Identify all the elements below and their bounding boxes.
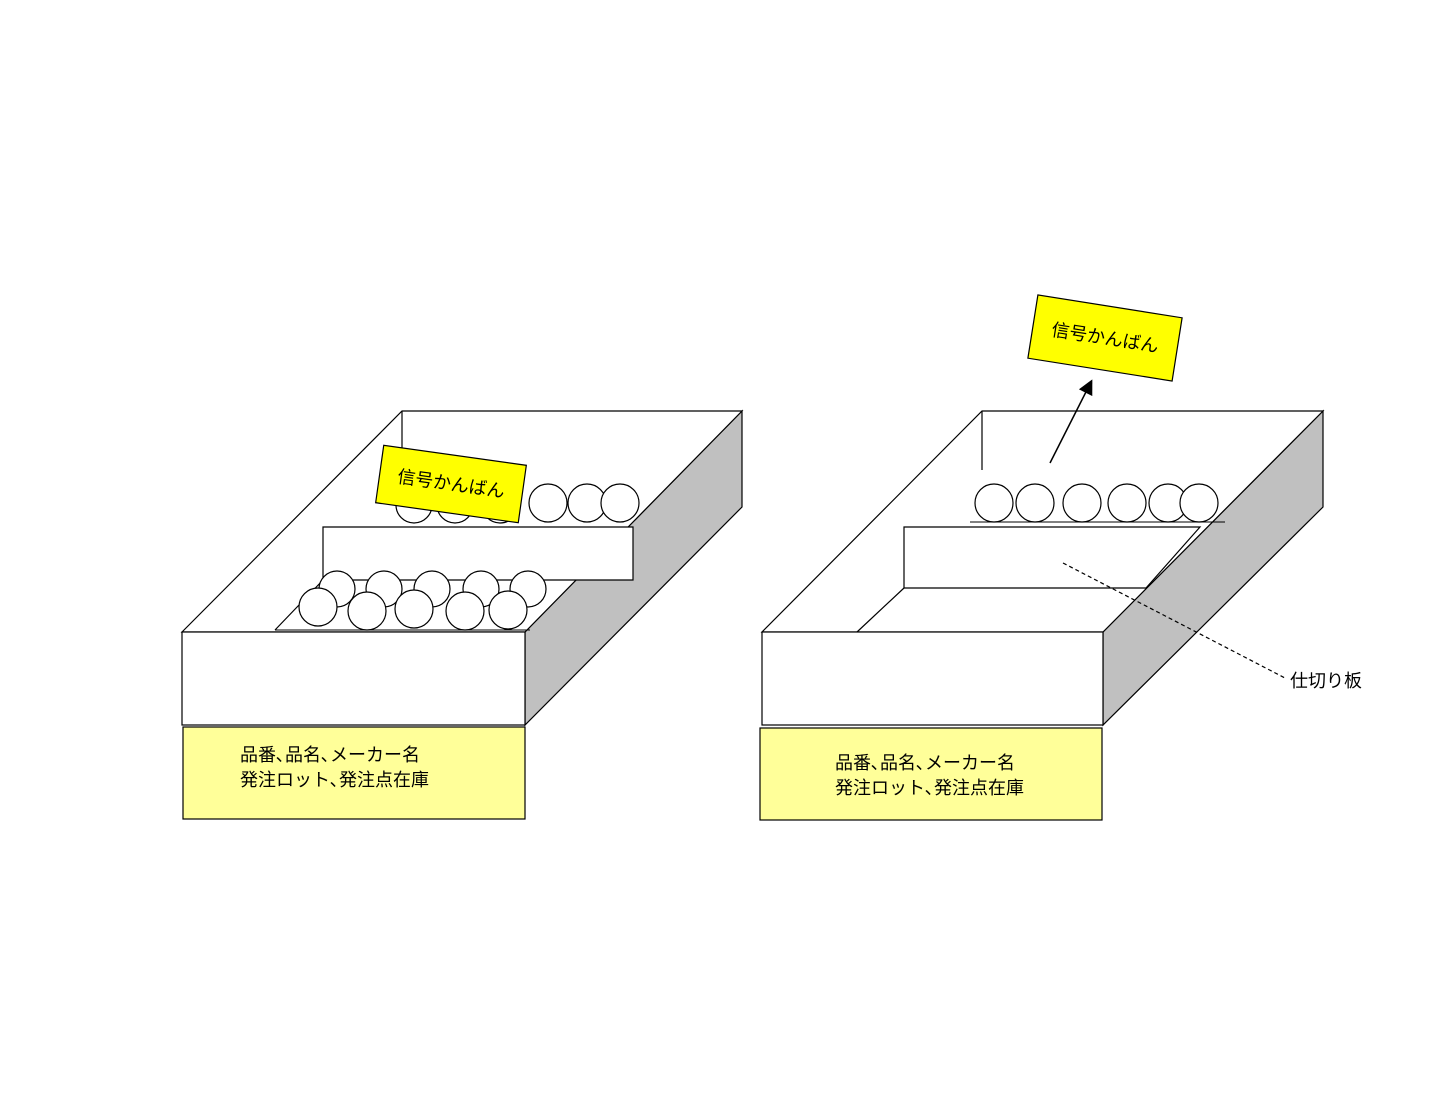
right-bin: 品番､品名､メーカー名 発注ロット､発注点在庫 仕切り板 信号かんばん — [759, 294, 1362, 821]
divider-callout-label: 仕切り板 — [1290, 671, 1362, 692]
right-label-line2: 発注ロット､発注点在庫 — [835, 778, 1024, 799]
right-bin-front-face — [761, 631, 1104, 726]
right-bin-back-balls — [974, 483, 1219, 523]
left-bin: 品番､品名､メーカー名 発注ロット､発注点在庫 信号かんばん — [180, 409, 744, 820]
kanban-removal-arrow — [1049, 379, 1093, 464]
left-kanban-card[interactable]: 信号かんばん — [374, 444, 528, 524]
right-bin-label-box — [759, 727, 1103, 821]
left-label-line2: 発注ロット､発注点在庫 — [240, 770, 429, 791]
right-bin-divider — [903, 526, 1202, 589]
left-bin-front-face — [181, 631, 526, 726]
left-bin-front-balls — [298, 570, 547, 631]
right-kanban-card[interactable]: 信号かんばん — [1027, 294, 1183, 382]
left-bin-divider — [322, 526, 634, 581]
left-bin-label-box — [182, 726, 526, 820]
left-label-line1: 品番､品名､メーカー名 — [240, 745, 420, 766]
right-label-line1: 品番､品名､メーカー名 — [835, 753, 1015, 774]
